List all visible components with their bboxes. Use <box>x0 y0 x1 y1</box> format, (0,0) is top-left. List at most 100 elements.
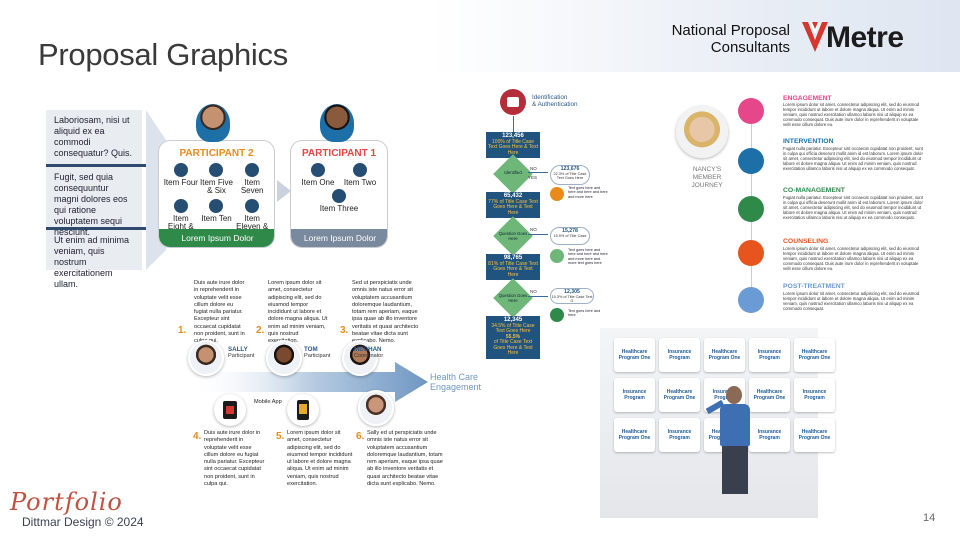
step-2: Lorem ipsum dolor sit amet, consectetur … <box>258 280 330 346</box>
hospital-icon <box>738 196 764 222</box>
flow-box-text: 81% of Title Case Text Goes Here & Text … <box>488 260 538 278</box>
stage-text: Lorem ipsum dolor sit amet, consectetur … <box>783 291 920 311</box>
sally-avatar <box>188 340 224 376</box>
program-card: Insurance Program <box>749 338 790 372</box>
program-card: Healthcare Program One <box>704 338 745 372</box>
coordinator-avatar <box>358 390 394 426</box>
engagement-label: Health Care Engagement <box>430 372 481 392</box>
phone-rx-icon <box>287 394 319 426</box>
journey-label-line3: JOURNEY <box>691 182 723 189</box>
side-value-text: 15.3% of Title Case Text G <box>551 295 593 303</box>
flow-decision-label: Identified <box>504 170 522 175</box>
flow-connector <box>528 172 548 173</box>
header-band <box>0 0 960 72</box>
flow-connector <box>528 234 548 235</box>
side-value-text: 15.9% of Title Case <box>553 234 587 238</box>
tablet-medical-icon <box>214 394 246 426</box>
stage-text: Lorem ipsum dolor sit amet, consectetur … <box>783 102 920 127</box>
flow-no-label: NO <box>530 227 537 232</box>
cross-icon <box>209 163 224 177</box>
step-number: 2. <box>256 325 265 336</box>
tom-label: TOM Participant <box>304 346 330 360</box>
flow-side-value: 12,305 15.3% of Title Case Text G <box>550 288 594 304</box>
stage-title: COUNSELING <box>783 238 829 245</box>
flow-decision-label: Question Goes Here <box>498 231 528 241</box>
stage-title: POST-TREATMENT <box>783 283 845 290</box>
program-card: Insurance Program <box>794 378 835 412</box>
company-name-line1: National Proposal <box>671 22 790 39</box>
flow-no-label: NO <box>530 289 537 294</box>
program-card: Healthcare Program One <box>749 378 790 412</box>
flow-no-label: NO <box>530 166 537 171</box>
step-3: Sed ut perspiciatis unde omnis iste natu… <box>342 280 422 346</box>
item-two: Item Two <box>339 163 381 187</box>
flow-title-line1: Identification <box>532 94 568 101</box>
engagement-label-line2: Engagement <box>430 382 482 392</box>
wheelchair-icon <box>311 163 325 177</box>
doctor-icon <box>738 148 764 174</box>
page-number: 14 <box>923 512 936 524</box>
flow-box: 123,456 100% of Title Case Text Goes Her… <box>486 132 540 158</box>
participants-graphic: Laboriosam, nisi ut aliquid ex ea commod… <box>46 110 150 289</box>
item-five-six: Item Five & Six <box>199 163 235 195</box>
flow-box: 12,345 34.5% of Title Case Text Goes Her… <box>486 316 540 359</box>
step-text: Lorem ipsum dolor sit amet, consectetur … <box>287 430 353 488</box>
flow-yes-label: YES <box>528 175 538 180</box>
step-number: 3. <box>340 325 349 336</box>
checklist-icon <box>738 287 764 313</box>
counselor-icon <box>738 240 764 266</box>
program-card: Healthcare Program One <box>614 338 655 372</box>
journey-label: NANCY'S MEMBER JOURNEY <box>684 166 730 190</box>
step-text: Lorem ipsum dolor sit amet, consectetur … <box>268 280 328 344</box>
people-icon <box>245 199 260 213</box>
left-text-2: Fugit, sed quia consequuntur magni dolor… <box>46 167 142 237</box>
item-label: Item Seven <box>240 178 264 195</box>
flow-box-number: 55.5% <box>505 333 521 340</box>
item-label: Item One <box>301 178 335 187</box>
flow-side-note: Text goes here and here and here and her… <box>568 248 608 266</box>
flow-box-number: 12,345 <box>503 317 523 323</box>
flow-title: Identification & Authentication <box>532 94 578 108</box>
program-card: Healthcare Program One <box>659 378 700 412</box>
flow-connector <box>528 296 548 297</box>
divider <box>46 164 150 167</box>
program-card: Insurance Program <box>659 338 700 372</box>
participant-2-card: PARTICIPANT 2 Item Four Item Five & Six … <box>158 140 275 248</box>
stage-text: Lorem ipsum dolor sit amet, consectetur … <box>783 246 920 271</box>
arrow-icon <box>277 180 291 202</box>
flow-decision-label: Question Goes Here <box>498 293 528 303</box>
step-1: Duis aute irure dolor in reprehenderit i… <box>176 280 246 346</box>
flow-box-text: 100% of Title Case Text Goes Here & Text… <box>488 138 538 156</box>
meghan-label: MEGHAN Coordinator <box>354 346 383 360</box>
program-card: Healthcare Program One <box>794 338 835 372</box>
avatar <box>196 104 230 142</box>
person-icon <box>550 308 564 322</box>
flow-box-text: of Title Case Text Goes Here & Text Here <box>493 339 533 356</box>
step-text: Duis aute irure dolor in reprehenderit i… <box>204 430 265 488</box>
program-card: Insurance Program <box>614 378 655 412</box>
stage-text: Fugiat nulla pariatur. Excepteur sint oc… <box>783 195 923 220</box>
item-label: Item Two <box>343 178 377 187</box>
program-card: Healthcare Program One <box>614 418 655 452</box>
program-card: Healthcare Program One <box>794 418 835 452</box>
flow-box-text: 77% of Title Case Text Goes Here & Text … <box>488 198 538 216</box>
left-text-3: Ut enim ad minima veniam, quis nostrum e… <box>46 230 142 289</box>
phone-icon <box>500 89 526 115</box>
nancy-avatar <box>676 106 728 158</box>
step-number: 1. <box>178 325 187 336</box>
item-seven: Item Seven <box>234 163 270 195</box>
flow-side-note: Text goes here and here <box>568 309 601 318</box>
item-label: Item Five & Six <box>200 178 233 195</box>
person-role: Coordinator <box>354 353 384 359</box>
family-icon <box>353 163 367 177</box>
journey-label-line1: NANCY'S <box>692 166 722 173</box>
flow-side-value: 15,278 15.9% of Title Case <box>550 227 590 245</box>
company-name: National Proposal Consultants <box>640 22 790 56</box>
company-name-line2: Consultants <box>710 39 790 56</box>
credit-text: Dittmar Design © 2024 <box>22 515 144 529</box>
stethoscope-icon <box>173 163 188 177</box>
metre-logo-text: Metre <box>826 21 904 54</box>
portfolio-script: Portfolio <box>10 488 123 516</box>
flow-box-text: 34.5% of Title Case Text Goes Here <box>491 322 535 334</box>
stage-title: CO-MANAGEMENT <box>783 187 845 194</box>
